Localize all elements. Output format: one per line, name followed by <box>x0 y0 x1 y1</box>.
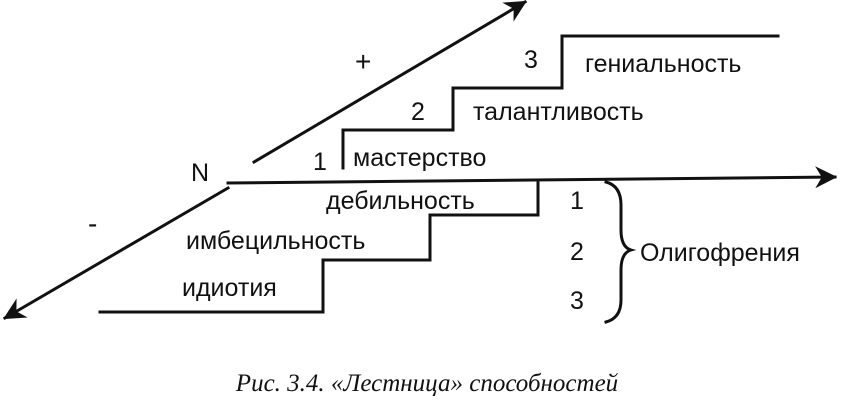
upper-staircase <box>341 34 780 170</box>
plus-sign: + <box>355 46 371 77</box>
upper-step-3-label: гениальность <box>585 50 741 78</box>
lower-step-1-label: дебильность <box>326 187 475 215</box>
upper-step-2-number: 2 <box>411 98 425 126</box>
oligophrenia-brace <box>604 180 637 324</box>
upper-step-3-number: 3 <box>524 46 538 74</box>
upper-step-1-label: мастерство <box>353 144 486 172</box>
negative-direction-arrow <box>2 185 231 321</box>
figure-caption: Рис. 3.4. «Лестница» способностей <box>235 370 619 397</box>
minus-sign: - <box>88 208 97 239</box>
origin-label: N <box>191 159 209 187</box>
upper-step-1-number: 1 <box>313 148 327 176</box>
upper-step-2-label: талантливость <box>473 98 644 126</box>
lower-step-3-number: 3 <box>570 287 584 315</box>
positive-direction-arrow <box>251 0 528 165</box>
lower-staircase <box>98 181 540 314</box>
oligophrenia-label: Олигофрения <box>640 239 800 267</box>
lower-step-3-label: идиотия <box>182 274 277 302</box>
lower-step-2-number: 2 <box>570 238 584 266</box>
lower-step-2-label: имбецильность <box>186 227 365 255</box>
lower-step-1-number: 1 <box>570 187 584 215</box>
horizontal-axis-arrow <box>226 166 838 189</box>
